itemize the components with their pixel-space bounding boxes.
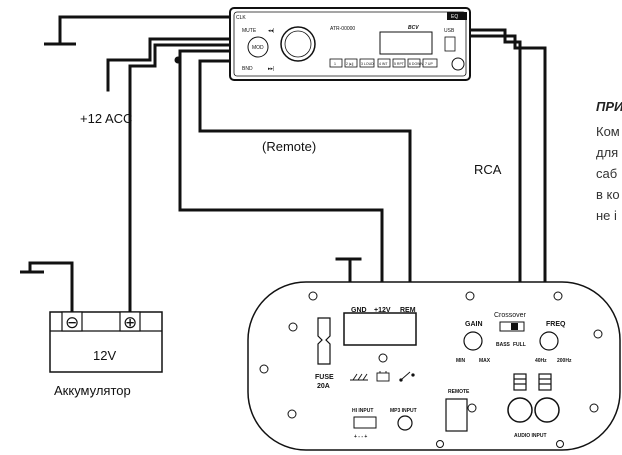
mp3-input-label: MP3 INPUT <box>390 408 417 414</box>
preset-button[interactable] <box>422 58 438 68</box>
rca-cable-right <box>468 34 547 378</box>
model-label: ATR-00000 <box>330 26 355 32</box>
gnd-label: GND <box>351 307 367 314</box>
eq-label: EQ <box>451 14 458 20</box>
preset-button[interactable] <box>377 58 391 68</box>
amplifier-panel: GND +12V REM FUSE 20A GAIN MIN MAX Cro <box>247 281 621 451</box>
aux-jack[interactable] <box>451 57 465 71</box>
remote-port[interactable] <box>445 398 468 432</box>
battery-plus-symbol: ⊕ <box>123 313 137 332</box>
usb-port[interactable] <box>444 36 456 52</box>
wires <box>28 15 547 378</box>
battery-plus-terminal <box>119 311 141 332</box>
remote-label: (Remote) <box>262 139 316 154</box>
gain-label: GAIN <box>465 321 483 328</box>
battery-name: Аккумулятор <box>54 383 131 398</box>
freq-label: FREQ <box>546 321 566 328</box>
fuse <box>317 317 331 365</box>
preset-button[interactable] <box>329 58 343 68</box>
mute-label: MUTE <box>242 28 257 34</box>
mp3-input-jack[interactable] <box>397 415 413 431</box>
ground-symbol <box>20 42 76 274</box>
freq-high-label: 200Hz <box>557 358 572 364</box>
note-title: ПРИ <box>596 99 622 114</box>
battery-voltage: 12V <box>93 348 116 363</box>
preset-label: 2 |▸|| <box>346 62 353 66</box>
preset-label: 4 INT <box>379 62 388 66</box>
note-line: в ко <box>596 187 620 202</box>
freq-knob[interactable] <box>539 331 559 351</box>
fuse-label: FUSE <box>315 374 334 381</box>
rem-label: REM <box>400 307 416 314</box>
clk-label: CLK <box>236 15 246 21</box>
preset-label: 7 UP <box>425 62 433 66</box>
rca-plug-right <box>538 373 552 391</box>
wire-junction <box>174 56 182 64</box>
acc-wire <box>106 37 230 92</box>
audio-input-left-jack[interactable] <box>507 397 533 423</box>
gain-min-label: MIN <box>456 358 466 364</box>
audio-input-label: AUDIO INPUT <box>514 433 547 439</box>
note-line: Ком <box>596 124 620 139</box>
remote-wire <box>198 59 412 312</box>
preset-button[interactable] <box>359 58 375 68</box>
ground-indicator-icon <box>350 373 368 381</box>
rca-cable-left <box>468 28 522 378</box>
hi-input-pins: + - - + <box>354 434 367 440</box>
note-line: не і <box>596 208 617 223</box>
preset-button[interactable] <box>344 58 358 68</box>
plus12v-label: +12V <box>374 307 391 314</box>
note-line: для <box>596 145 619 160</box>
prev-label: ◂◂| <box>268 28 274 34</box>
remote-port-label: REMOTE <box>448 389 470 395</box>
preset-label: 3 LOUD <box>361 62 374 66</box>
note-line: саб <box>596 166 618 181</box>
rca-label: RCA <box>474 162 502 177</box>
mounting-holes <box>259 291 603 448</box>
head-unit-ground-wire <box>58 15 230 46</box>
preset-button-labels: 1 2 |▸|| 3 LOUD 4 INT 5 RPT 6 DOWN 7 UP <box>334 62 433 66</box>
rca-plug-left <box>513 373 527 391</box>
head-unit: CLK EQ MUTE MOD BND ◂◂| ▸▸| ATR-00000 BC… <box>229 7 471 81</box>
preset-label: 5 RPT <box>394 62 405 66</box>
battery-ground-wire <box>28 261 74 314</box>
hi-input-connector[interactable] <box>353 416 377 429</box>
acc-label: +12 ACC <box>80 111 132 126</box>
battery-minus-terminal <box>61 311 83 332</box>
preset-buttons <box>329 58 438 68</box>
battery-indicator-icon <box>376 371 390 382</box>
brand-logo: BCV <box>408 25 419 31</box>
crossover-full-label: FULL <box>513 342 526 348</box>
bnd-label: BND <box>242 66 253 72</box>
preset-label: 6 DOWN <box>409 62 423 66</box>
preset-label: 1 <box>334 62 336 66</box>
battery-plus-wire <box>128 43 230 314</box>
mod-button[interactable] <box>247 36 269 58</box>
crossover-label: Crossover <box>494 312 527 319</box>
crossover-bass-label: BASS <box>496 342 511 348</box>
fuse-rating: 20A <box>317 383 330 390</box>
mod-label: MOD <box>252 45 264 51</box>
freq-low-label: 40Hz <box>535 358 547 364</box>
gain-knob[interactable] <box>463 331 483 351</box>
battery-minus-symbol: ⊖ <box>65 313 79 332</box>
battery: ⊖ ⊕ 12V <box>49 311 163 373</box>
power-terminal-block <box>343 312 417 346</box>
audio-input-right-jack[interactable] <box>534 397 560 423</box>
usb-label: USB <box>444 28 455 34</box>
next-label: ▸▸| <box>268 66 274 72</box>
amp-power-wire <box>178 49 384 312</box>
volume-knob[interactable] <box>280 26 316 62</box>
rca-plugs <box>513 373 552 391</box>
switch-indicator-icon <box>399 371 415 382</box>
preset-button[interactable] <box>407 58 421 68</box>
preset-button[interactable] <box>392 58 406 68</box>
gain-max-label: MAX <box>479 358 491 364</box>
hi-input-label: HI INPUT <box>352 408 373 414</box>
display-screen <box>379 31 433 55</box>
